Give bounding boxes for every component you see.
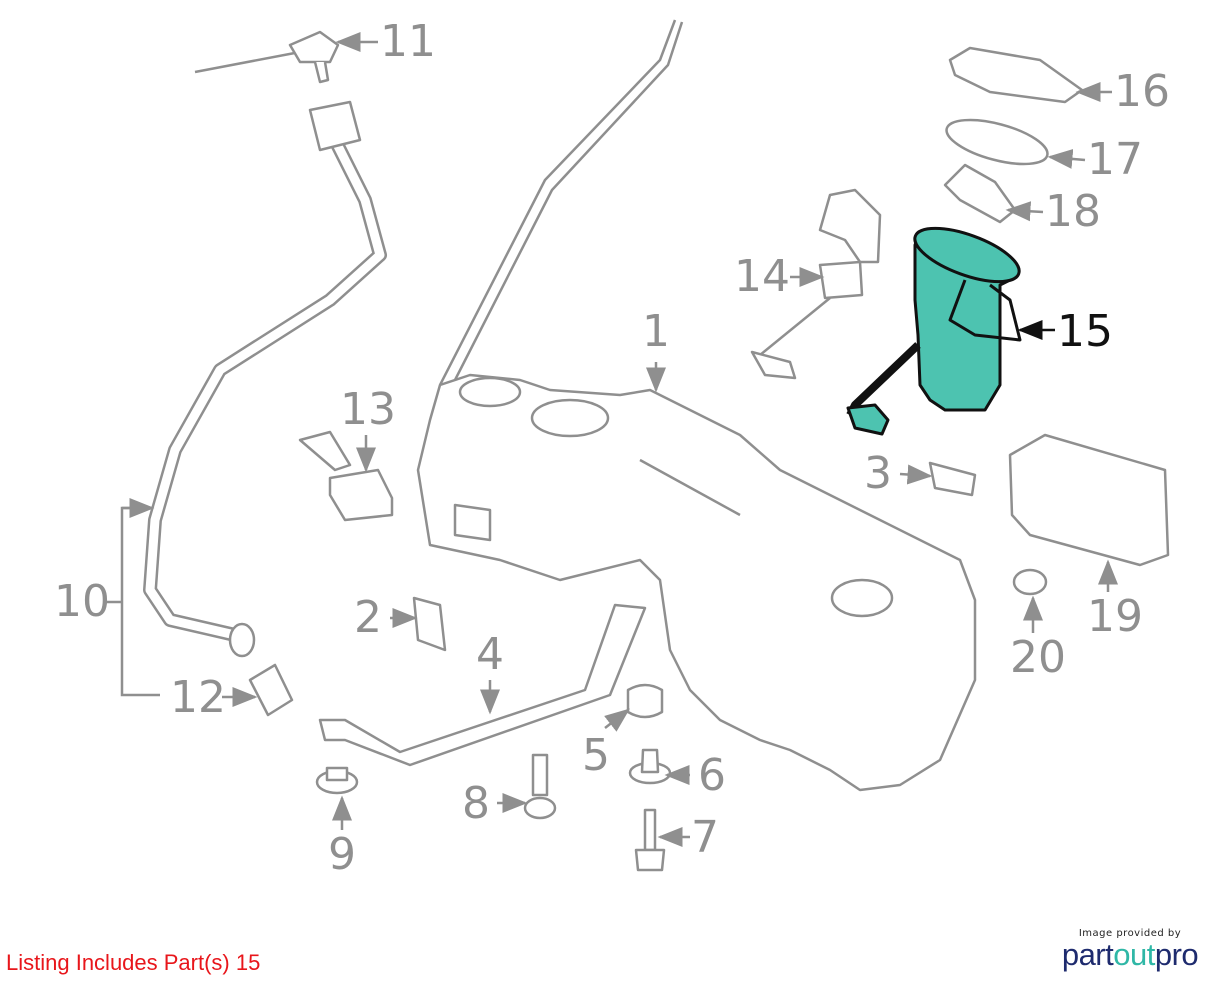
logo-pro: pro xyxy=(1154,937,1199,972)
callout-1[interactable]: 1 xyxy=(642,306,670,357)
fuel-pump-part-15 xyxy=(846,226,1022,436)
callout-16[interactable]: 16 xyxy=(1114,66,1170,117)
logo-out: out xyxy=(1113,937,1155,972)
logo-part: part xyxy=(1061,937,1114,972)
callout-5[interactable]: 5 xyxy=(582,730,610,781)
callout-8[interactable]: 8 xyxy=(462,778,490,829)
callout-3[interactable]: 3 xyxy=(864,448,892,499)
callout-19[interactable]: 19 xyxy=(1087,591,1143,642)
callout-9[interactable]: 9 xyxy=(328,829,356,880)
callout-7[interactable]: 7 xyxy=(691,812,719,863)
callout-20[interactable]: 20 xyxy=(1010,632,1066,683)
callout-12[interactable]: 12 xyxy=(170,672,226,723)
callout-11[interactable]: 11 xyxy=(380,16,436,67)
callout-6[interactable]: 6 xyxy=(698,750,726,801)
callout-18[interactable]: 18 xyxy=(1045,186,1101,237)
callout-2[interactable]: 2 xyxy=(354,592,382,643)
listing-includes-text: Listing Includes Part(s) 15 xyxy=(6,950,261,975)
logo-caption: Image provided by xyxy=(1078,928,1182,939)
partoutpro-logo: Image provided by partoutpro xyxy=(1055,928,1205,970)
callout-17[interactable]: 17 xyxy=(1087,134,1143,185)
callout-13[interactable]: 13 xyxy=(340,384,396,435)
callout-4[interactable]: 4 xyxy=(476,629,504,680)
callout-14[interactable]: 14 xyxy=(734,251,790,302)
callout-15[interactable]: 15 xyxy=(1057,306,1113,357)
callout-10[interactable]: 10 xyxy=(54,576,110,627)
